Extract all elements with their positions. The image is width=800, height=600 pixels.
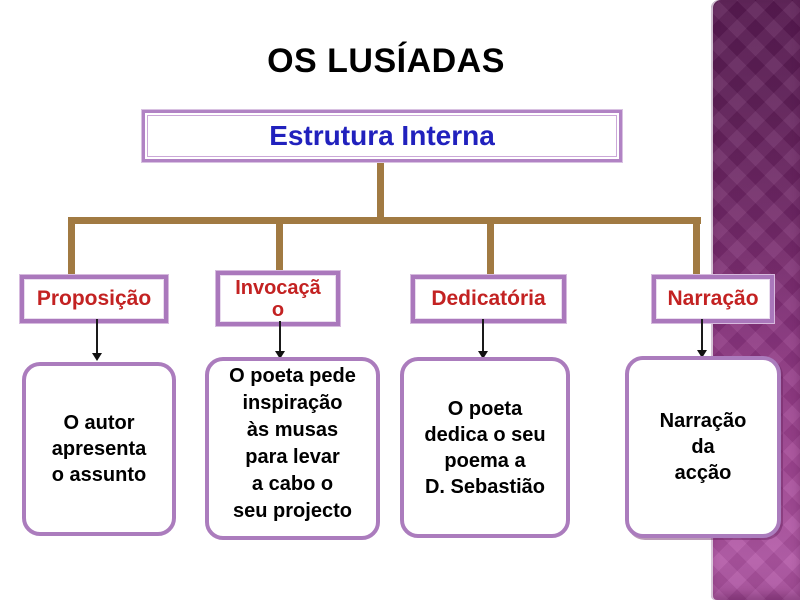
arrow-down-icon [274, 321, 286, 359]
arrow-down-icon [696, 319, 708, 358]
node-invocacao: Invocação [216, 271, 340, 326]
connector-branch-proposicao [68, 222, 75, 276]
node-dedicatoria-label: Dedicatória [431, 287, 546, 310]
node-narracao-label: Narração [667, 287, 759, 310]
card-dedicatoria-text: O poeta dedica o seu poema a D. Sebastiã… [424, 397, 546, 498]
card-invocacao: O poeta pede inspiração às musas para le… [205, 357, 380, 540]
card-proposicao: O autor apresenta o assunto [22, 362, 176, 536]
connector-branch-narracao [693, 222, 700, 276]
card-narracao-text: Narração da acção [659, 410, 747, 484]
connector-branch-invocacao [276, 222, 283, 276]
connector-branch-dedicatoria [487, 222, 494, 276]
card-proposicao-text: O autor apresenta o assunto [51, 412, 147, 486]
root-node-label: Estrutura Interna [269, 120, 495, 151]
card-dedicatoria: O poeta dedica o seu poema a D. Sebastiã… [400, 357, 570, 538]
node-proposicao: Proposição [20, 275, 168, 323]
node-narracao: Narração [652, 275, 774, 323]
arrow-down-icon [91, 319, 103, 361]
root-node: Estrutura Interna [142, 110, 622, 162]
slide-title: OS LUSÍADAS [267, 42, 505, 80]
card-invocacao-text: O poeta pede inspiração às musas para le… [229, 365, 356, 522]
arrow-down-icon [477, 319, 489, 359]
card-narracao: Narração da acção [625, 356, 781, 538]
node-dedicatoria: Dedicatória [411, 275, 566, 323]
node-proposicao-label: Proposição [36, 287, 152, 310]
connector-trunk [377, 158, 384, 218]
node-invocacao-label: Invocação [235, 276, 321, 321]
connector-crossbar [68, 217, 701, 224]
